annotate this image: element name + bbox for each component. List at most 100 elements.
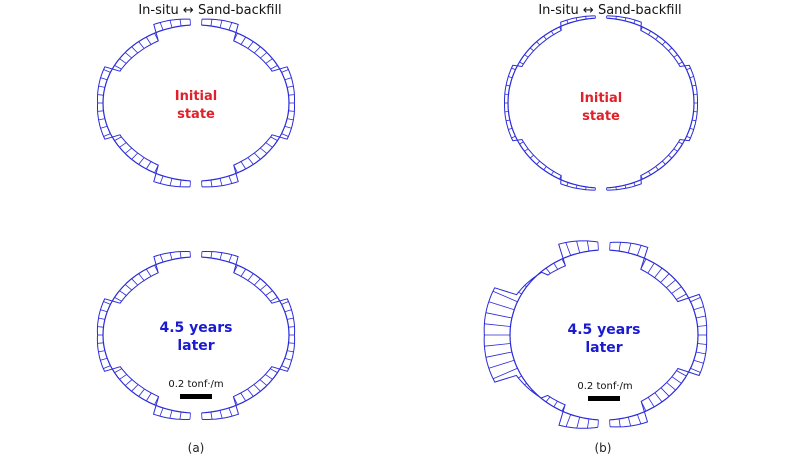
force-hatch-line xyxy=(247,273,254,281)
force-hatch-line xyxy=(219,178,223,186)
force-hatch-line xyxy=(114,297,122,302)
force-hatch-line xyxy=(633,182,636,187)
force-hatch-line xyxy=(697,343,707,345)
force-hatch-line xyxy=(270,136,278,141)
force-hatch-line xyxy=(565,414,572,427)
force-hatch-line xyxy=(98,85,105,88)
force-hatch-line xyxy=(671,286,682,294)
force-hatch-line xyxy=(288,94,295,96)
panel-a-header: In-situ ↔ Sand-backfill xyxy=(138,3,281,18)
force-hatch-line xyxy=(247,157,254,165)
force-hatch-line xyxy=(97,110,104,112)
force-hatch-line xyxy=(648,171,652,176)
force-hatch-line xyxy=(624,184,627,189)
force-hatch-line xyxy=(219,410,223,419)
force-hatch-line xyxy=(553,400,558,408)
force-hatch-line xyxy=(488,359,515,369)
force-hatch-line xyxy=(270,297,278,302)
force-hatch-line xyxy=(103,365,111,369)
force-hatch-line xyxy=(545,267,551,274)
force-hatch-line xyxy=(145,392,152,402)
force-hatch-line xyxy=(259,284,268,291)
force-hatch-line xyxy=(559,26,562,31)
force-hatch-line xyxy=(159,22,164,31)
force-hatch-line xyxy=(287,85,294,88)
panel-b-header: In-situ ↔ Sand-backfill xyxy=(538,3,681,18)
scale-label: 0.2 tonf·/m xyxy=(168,379,223,390)
panel-a-label: (a) xyxy=(188,441,205,455)
force-hatch-line xyxy=(260,52,268,59)
force-hatch-line xyxy=(660,387,670,397)
force-hatch-line xyxy=(524,285,527,288)
force-hatch-line xyxy=(627,243,632,254)
force-hatch-line xyxy=(543,166,547,171)
force-hatch-line xyxy=(561,404,566,412)
force-hatch-line xyxy=(618,418,621,427)
force-hatch-line xyxy=(100,309,108,313)
force-hatch-line xyxy=(689,76,694,79)
force-hatch-line xyxy=(531,278,533,281)
force-hatch-line xyxy=(259,379,268,386)
force-hatch-line xyxy=(668,154,673,159)
force-hatch-line xyxy=(624,17,627,22)
force-hatch-line xyxy=(518,375,522,379)
force-hatch-line xyxy=(686,135,691,139)
force-hatch-line xyxy=(169,410,173,419)
force-hatch-line xyxy=(240,36,247,45)
force-hatch-line xyxy=(550,171,554,176)
force-hatch-line xyxy=(686,67,691,71)
force-hatch-line xyxy=(131,46,138,54)
force-hatch-line xyxy=(210,19,213,27)
force-hatch-line xyxy=(511,67,516,71)
force-hatch-line xyxy=(131,152,138,160)
force-hatch-line xyxy=(233,265,238,273)
force-hatch-line xyxy=(692,119,696,122)
force-hatch-line xyxy=(210,411,213,420)
force-hatch-line xyxy=(119,58,127,64)
force-hatch-line xyxy=(597,241,599,251)
force-hatch-line xyxy=(543,35,547,40)
state-label-line1: Initial xyxy=(175,89,217,104)
force-hatch-line xyxy=(689,127,694,130)
force-hatch-line xyxy=(97,342,104,344)
force-hatch-line xyxy=(154,265,159,273)
force-hatch-line xyxy=(529,47,534,52)
force-hatch-line xyxy=(265,290,273,296)
force-hatch-line xyxy=(154,33,159,41)
force-hatch-line xyxy=(124,379,133,386)
force-hatch-line xyxy=(597,419,599,428)
force-hatch-line xyxy=(138,157,145,165)
force-hatch-line xyxy=(648,30,652,35)
diagram-b-initial-state: Initial state xyxy=(504,15,698,191)
force-hatch-line xyxy=(98,317,105,320)
force-hatch-line xyxy=(524,382,527,386)
state-label-line2: state xyxy=(582,109,620,124)
force-hatch-line xyxy=(508,127,513,130)
force-hatch-line xyxy=(159,175,164,184)
force-hatch-line xyxy=(288,110,295,112)
force-hatch-line xyxy=(124,284,133,291)
diagram-a-later-state: 4.5 years later 0.2 tonf·/m xyxy=(96,251,296,420)
force-hatch-line xyxy=(492,290,518,303)
force-hatch-line xyxy=(233,396,238,405)
force-hatch-line xyxy=(627,416,632,427)
force-hatch-line xyxy=(524,54,529,58)
force-hatch-line xyxy=(561,258,566,266)
scale-bar xyxy=(180,394,212,399)
force-hatch-line xyxy=(145,268,152,277)
force-hatch-line xyxy=(154,165,159,173)
force-hatch-line xyxy=(618,242,621,252)
state-label-line2: later xyxy=(177,338,214,354)
force-hatch-line xyxy=(169,20,173,28)
force-hatch-line xyxy=(281,301,289,305)
force-hatch-line xyxy=(647,397,655,408)
force-hatch-line xyxy=(484,323,511,327)
diagram-b-later-state: 4.5 years later 0.2 tonf·/m xyxy=(483,240,708,429)
force-hatch-line xyxy=(566,182,569,187)
force-hatch-line xyxy=(265,374,273,380)
diagram-a-initial-state: Initial state xyxy=(97,18,295,188)
force-hatch-line xyxy=(210,179,213,187)
force-hatch-line xyxy=(485,312,512,319)
force-hatch-line xyxy=(640,175,643,180)
